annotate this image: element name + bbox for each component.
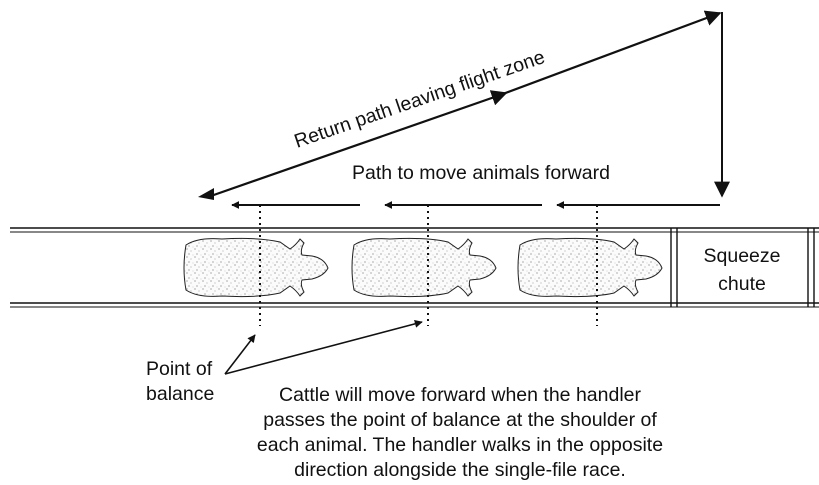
caption-line-1: Cattle will move forward when the handle… bbox=[200, 383, 720, 408]
pob-line-1: Point of bbox=[146, 357, 214, 382]
squeeze-chute: Squeeze chute bbox=[671, 228, 814, 307]
point-of-balance-pointers bbox=[225, 322, 422, 374]
cow-1 bbox=[184, 238, 328, 296]
chute-label-line1: Squeeze bbox=[704, 245, 781, 267]
caption-line-4: direction alongside the single-file race… bbox=[200, 458, 720, 483]
caption-line-3: each animal. The handler walks in the op… bbox=[200, 433, 720, 458]
chute-label-line2: chute bbox=[718, 273, 766, 295]
cow-2 bbox=[352, 238, 496, 296]
return-path-label: Return path leaving flight zone bbox=[291, 46, 547, 153]
forward-path-label: Path to move animals forward bbox=[352, 162, 610, 184]
caption-line-2: passes the point of balance at the shoul… bbox=[200, 408, 720, 433]
cow-3 bbox=[518, 238, 662, 296]
diagram-caption: Cattle will move forward when the handle… bbox=[200, 383, 720, 483]
